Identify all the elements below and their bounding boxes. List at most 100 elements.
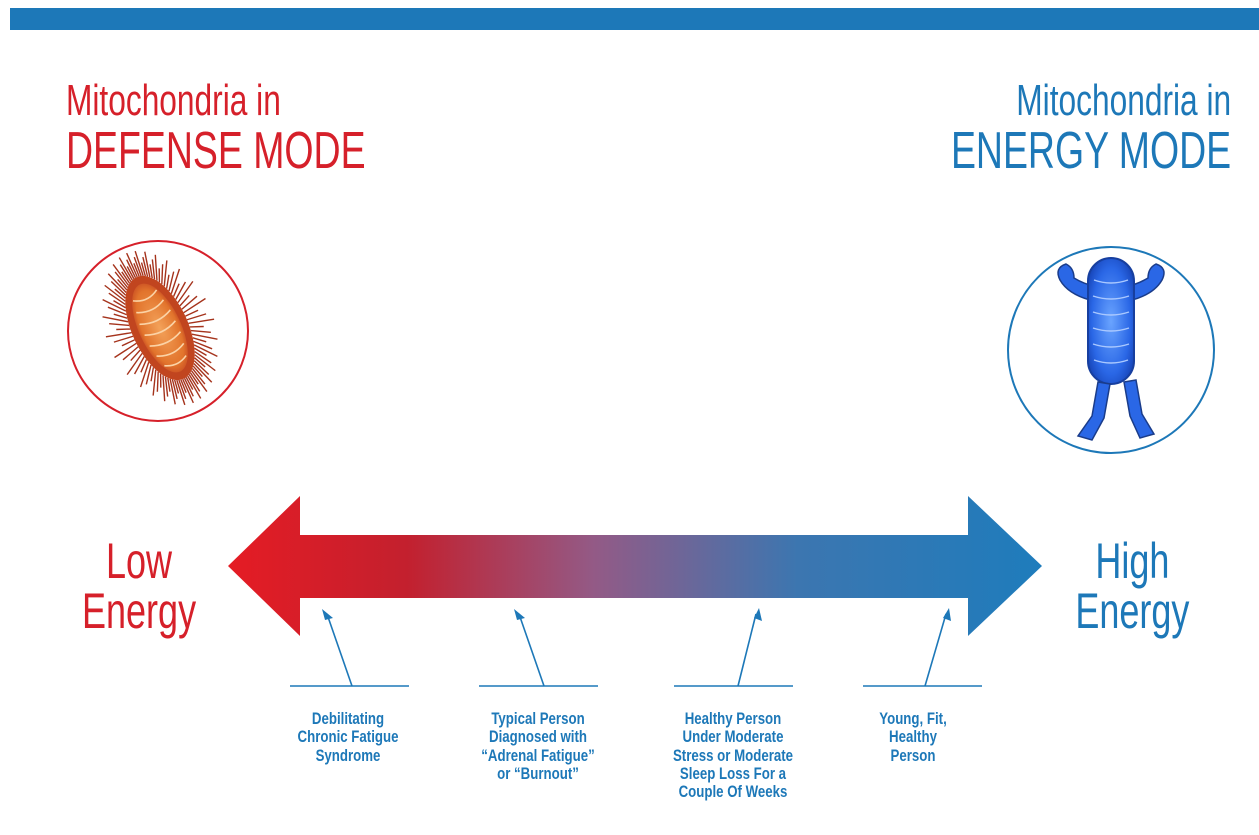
spike (167, 377, 171, 392)
spike (122, 346, 139, 361)
defense-title-line1: Mitochondria in (66, 76, 281, 125)
spike (145, 364, 152, 385)
pointer-arrow-1 (290, 609, 409, 687)
spike (113, 313, 128, 319)
spike (108, 292, 126, 306)
spike (139, 362, 150, 388)
caption-chronic-fatigue: Debilitating Chronic Fatigue Syndrome (297, 709, 399, 765)
spike (187, 375, 202, 399)
spike (186, 313, 207, 321)
spike (170, 268, 181, 294)
spike (193, 360, 210, 376)
caption-moderate-stress: Healthy Person Under Moderate Stress or … (672, 709, 794, 802)
defense-title-line2: DEFENSE MODE (66, 122, 366, 181)
pointer-arrow-4 (863, 608, 982, 687)
spike (152, 369, 157, 396)
spike (126, 352, 143, 376)
spike (112, 264, 130, 286)
spike (188, 318, 215, 325)
spike (151, 259, 156, 280)
spike (176, 379, 186, 406)
spike (126, 259, 137, 278)
energy-double-arrow (228, 496, 1042, 636)
spike (163, 260, 168, 287)
spike (134, 250, 144, 277)
spike (180, 379, 187, 393)
spike (169, 378, 176, 405)
spike (162, 375, 166, 402)
spike (194, 354, 216, 372)
spike (102, 298, 127, 312)
spike (121, 339, 135, 347)
top-banner-bar (10, 8, 1259, 30)
spike (126, 266, 135, 280)
spike (102, 316, 129, 323)
spiky-mitochondrion-icon (67, 240, 249, 422)
spike (117, 278, 128, 291)
spike (104, 284, 126, 302)
defense-mode-title: Mitochondria in DEFENSE MODE (66, 76, 366, 181)
spike (119, 264, 132, 282)
spike (194, 347, 207, 356)
spike (192, 365, 203, 378)
spike (190, 370, 208, 392)
spike (133, 256, 142, 277)
spike (107, 306, 127, 316)
spike (110, 280, 127, 296)
energy-mode-title: Mitochondria in ENERGY MODE (951, 76, 1231, 179)
spike (150, 367, 155, 382)
muscular-mitochondrion-icon (1007, 246, 1215, 454)
spike (172, 283, 180, 297)
spike (171, 379, 178, 400)
spike (188, 374, 201, 392)
spike (194, 350, 212, 364)
spike (192, 337, 207, 343)
spike (178, 379, 187, 400)
spike (121, 271, 131, 284)
spike (113, 300, 126, 309)
spike (193, 362, 213, 383)
spike (154, 254, 158, 281)
spike (185, 309, 199, 317)
spike (183, 297, 206, 314)
high-energy-line2: Energy (1074, 583, 1189, 639)
spike (193, 344, 218, 358)
spike (173, 379, 180, 394)
spike (190, 329, 211, 333)
spike (191, 333, 218, 340)
spike (165, 274, 170, 289)
high-energy-line1: High (1094, 533, 1169, 589)
spike (140, 262, 147, 277)
spike (183, 378, 194, 397)
pointer-arrow-3 (674, 608, 793, 687)
pointer-arrow-2 (479, 609, 598, 687)
spike (177, 280, 194, 304)
spike (181, 295, 198, 310)
spike (114, 271, 129, 289)
spike (105, 331, 132, 338)
spike (140, 359, 148, 373)
spike (133, 356, 145, 375)
spike (114, 342, 137, 359)
spike (144, 251, 151, 278)
low-energy-line2: Energy (82, 583, 197, 639)
spike (133, 263, 140, 277)
spike (191, 367, 206, 385)
spike (182, 378, 194, 404)
caption-young-fit-healthy: Young, Fit, Healthy Person (879, 709, 947, 765)
spike (179, 294, 190, 307)
spike (168, 271, 175, 292)
spike (109, 323, 130, 327)
low-energy-label: Low Energy (82, 536, 196, 636)
spike (164, 376, 169, 397)
caption-adrenal-fatigue: Typical Person Diagnosed with “Adrenal F… (481, 709, 595, 784)
spike (161, 264, 164, 285)
energy-title-line1: Mitochondria in (1016, 76, 1231, 125)
high-energy-label: High Energy (1075, 536, 1189, 636)
spike (193, 340, 213, 350)
spike (189, 372, 199, 385)
spike (194, 357, 206, 368)
spike (156, 371, 159, 392)
spike (113, 335, 134, 343)
